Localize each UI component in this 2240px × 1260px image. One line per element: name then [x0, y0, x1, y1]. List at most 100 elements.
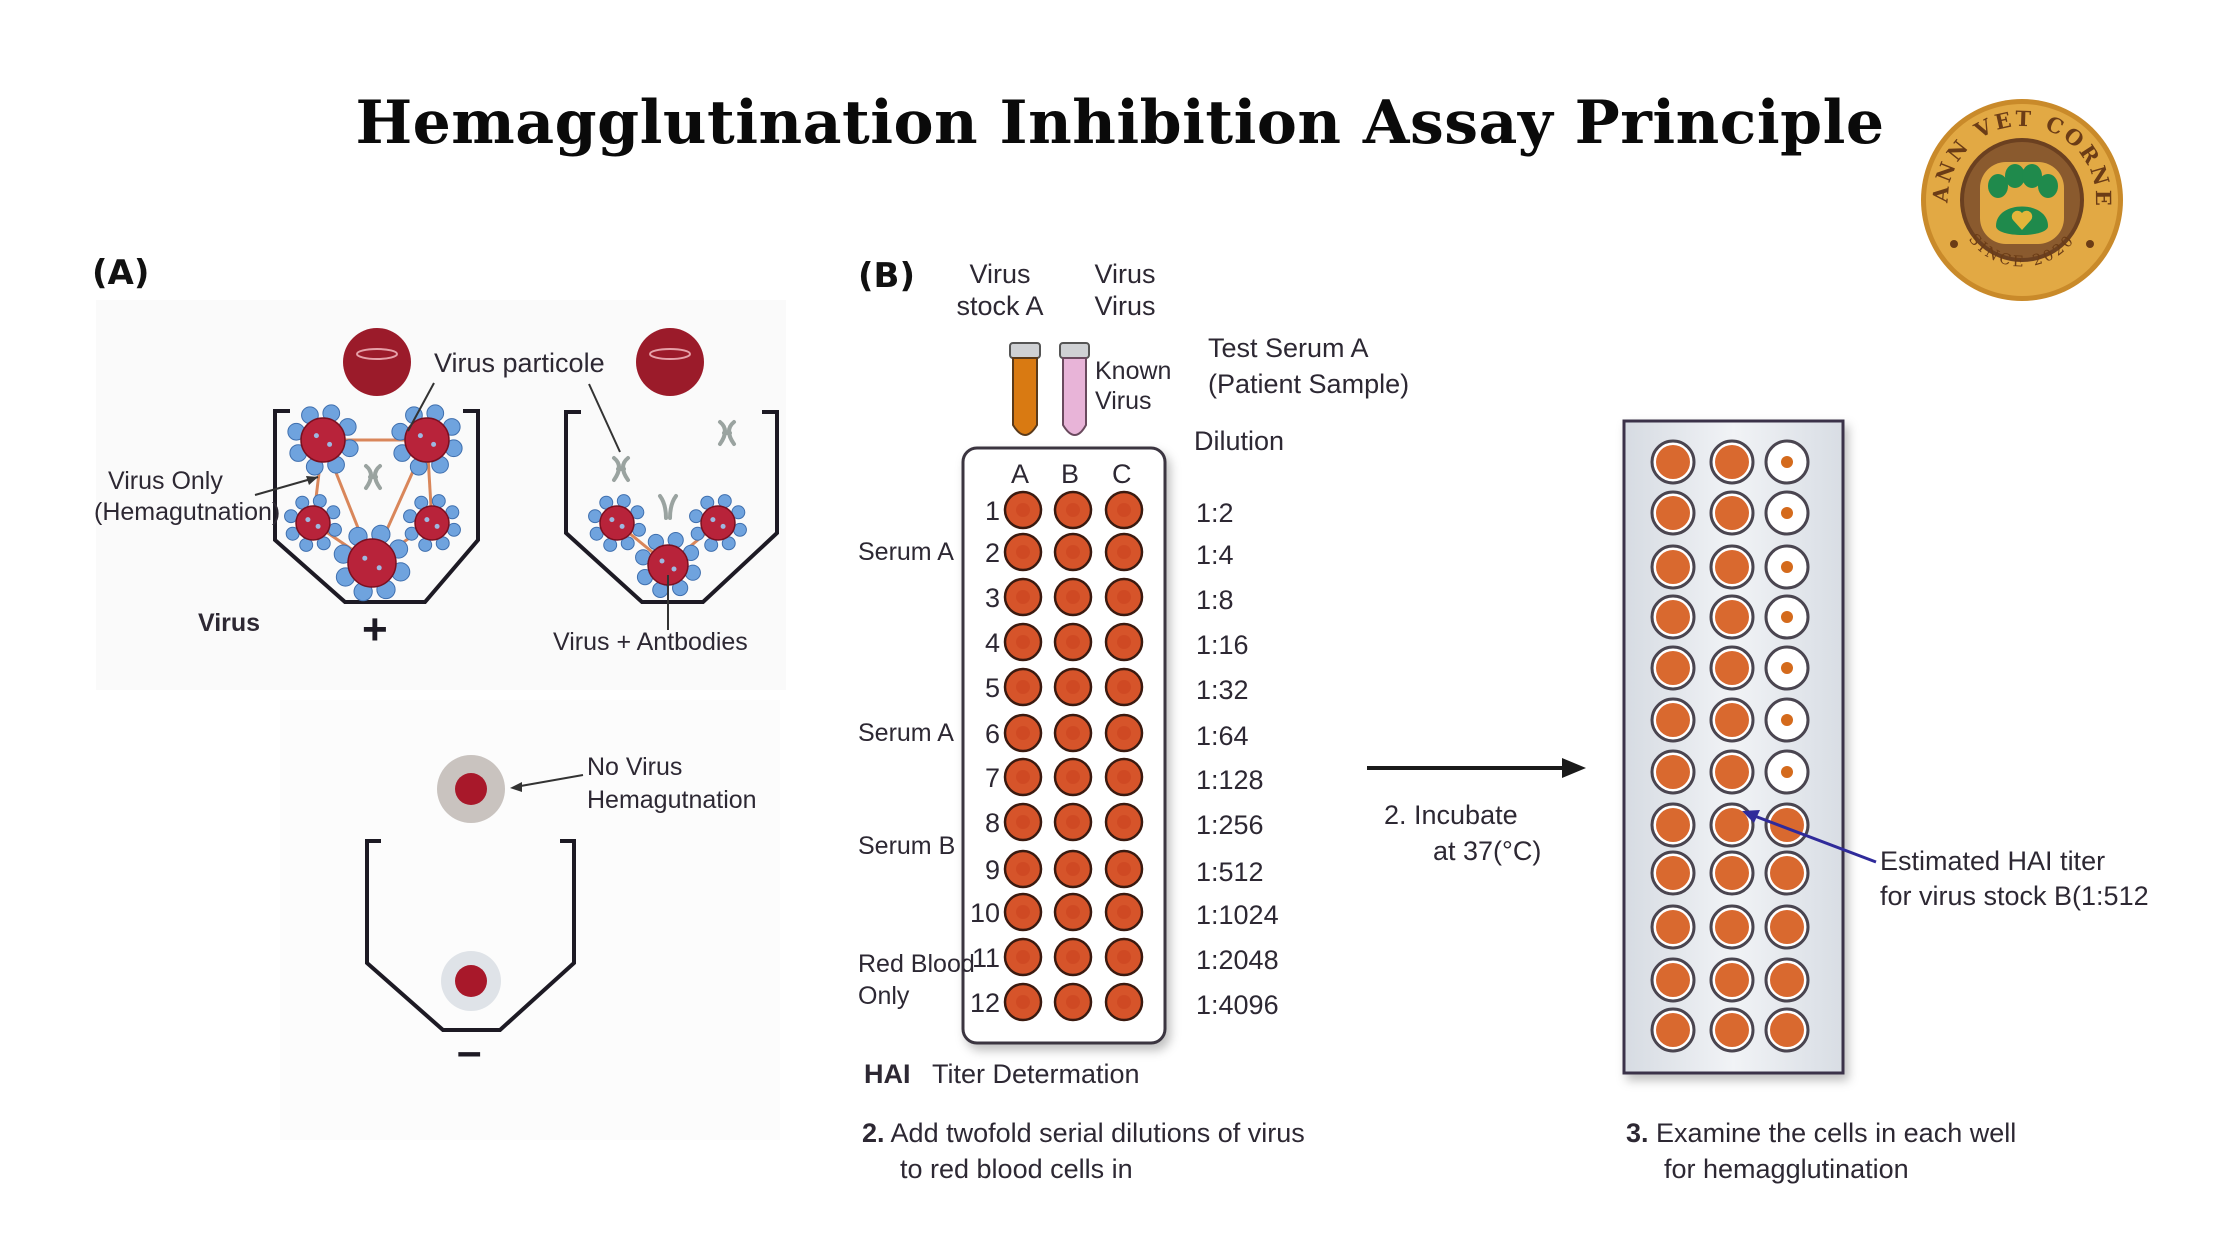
- dilution-value: 1:64: [1196, 721, 1249, 751]
- plate-well: [1053, 982, 1093, 1022]
- column-header-a: A: [1011, 459, 1030, 489]
- red-blood-cell-icon: [636, 328, 704, 396]
- incubate-line1: 2. Incubate: [1384, 800, 1518, 830]
- row-number: 7: [984, 763, 1000, 793]
- row-number: 1: [984, 496, 1000, 526]
- result-well-agglutinated: [1709, 802, 1755, 848]
- plus-sign: +: [362, 605, 388, 654]
- titer-line2: for virus stock B(1:512: [1880, 881, 2149, 911]
- result-well-agglutinated: [1764, 957, 1810, 1003]
- result-well-button: [1764, 697, 1810, 743]
- result-well-agglutinated: [1650, 850, 1696, 896]
- virus-particle-icon: [689, 494, 747, 552]
- step-2-line1: Add twofold serial dilutions of virus: [890, 1118, 1305, 1148]
- dilution-value: 1:32: [1196, 675, 1249, 705]
- plate-well: [1003, 667, 1043, 707]
- result-well-agglutinated: [1709, 594, 1755, 640]
- result-well-agglutinated: [1709, 439, 1755, 485]
- result-well-agglutinated: [1650, 594, 1696, 640]
- virus-particle-icon: [403, 494, 461, 552]
- result-well-button: [1764, 749, 1810, 795]
- titer-line1: Estimated HAI titer: [1880, 846, 2106, 876]
- tube-b-label-line2: Virus: [1094, 291, 1156, 321]
- plate-well: [1053, 892, 1093, 932]
- dilution-value: 1:512: [1196, 857, 1264, 887]
- plate-well: [1104, 490, 1144, 530]
- logo-badge-icon: MANN VET CORNER SINCE 2020: [1918, 96, 2123, 301]
- serum-side-label: Only: [858, 981, 910, 1010]
- dilution-value: 1:2048: [1196, 945, 1279, 975]
- virus-particle-icon: [391, 404, 463, 476]
- row-number: 2: [984, 538, 1000, 568]
- plate-well: [1003, 937, 1043, 977]
- result-well-agglutinated: [1709, 904, 1755, 950]
- tube-b-label: Virus Virus: [1065, 258, 1185, 322]
- result-well-agglutinated: [1709, 490, 1755, 536]
- result-well-agglutinated: [1650, 904, 1696, 950]
- plate-well: [1104, 937, 1144, 977]
- virus-particle-icon: [635, 532, 701, 598]
- result-well-agglutinated: [1650, 802, 1696, 848]
- plate-well: [1053, 937, 1093, 977]
- incubate-line2: at 37(°C): [1433, 836, 1542, 866]
- arrow-right-icon: [1367, 758, 1586, 778]
- virus-only-label-line2: (Hemagutnation): [94, 498, 281, 526]
- row-number: 11: [971, 943, 1000, 973]
- row-number: 6: [984, 719, 1000, 749]
- plate-well: [1053, 713, 1093, 753]
- known-virus-line2: Virus: [1095, 387, 1152, 415]
- red-blood-cell-button-icon: [441, 951, 501, 1011]
- dilution-value: 1:16: [1196, 630, 1249, 660]
- well-left: [273, 409, 480, 604]
- plate-caption-text: Titer Determation: [932, 1059, 1140, 1089]
- antibody-icon: [718, 420, 736, 446]
- incubate-label: 2. Incubate at 37(°C): [1384, 797, 1541, 869]
- result-well-agglutinated: [1650, 544, 1696, 590]
- result-well-agglutinated: [1764, 1007, 1810, 1053]
- plate-well: [1053, 622, 1093, 662]
- well-bottom: [365, 839, 576, 1032]
- result-well-agglutinated: [1650, 1007, 1696, 1053]
- plate-well: [1104, 802, 1144, 842]
- tube-virus-stock-a-icon: [1009, 342, 1041, 436]
- result-well-agglutinated: [1764, 802, 1810, 848]
- plate-well: [1003, 622, 1043, 662]
- known-virus-label: Known Virus: [1095, 356, 1171, 416]
- result-well-agglutinated: [1764, 904, 1810, 950]
- result-well-button: [1764, 594, 1810, 640]
- row-number: 4: [984, 628, 1000, 658]
- result-well-button: [1764, 490, 1810, 536]
- result-well-button: [1764, 439, 1810, 485]
- virus-particle-label: Virus particole: [434, 348, 605, 378]
- result-well-agglutinated: [1650, 490, 1696, 536]
- plate-well: [1053, 849, 1093, 889]
- step-2-line2: to red blood cells in: [900, 1154, 1133, 1184]
- step-3-instruction: 3. Examine the cells in each well for he…: [1626, 1115, 2016, 1187]
- antibody-icon: [612, 456, 630, 482]
- plate-well: [1053, 532, 1093, 572]
- result-plate: [1622, 419, 1845, 1075]
- plate-well: [1003, 713, 1043, 753]
- plate-well: [1003, 849, 1043, 889]
- plate-well: [1104, 713, 1144, 753]
- dilution-value: 1:1024: [1196, 900, 1279, 930]
- plate-well: [1053, 802, 1093, 842]
- result-well-agglutinated: [1764, 850, 1810, 896]
- dilution-value: 1:128: [1196, 765, 1264, 795]
- antibody-icon: [658, 494, 678, 520]
- plate-well: [1104, 892, 1144, 932]
- tube-a-label-line1: Virus: [969, 259, 1031, 289]
- antibody-icon: [364, 464, 382, 490]
- test-serum-label: Test Serum A (Patient Sample): [1208, 330, 1409, 402]
- row-number: 10: [969, 898, 1000, 928]
- plate-well: [1104, 982, 1144, 1022]
- plate-well: [1003, 982, 1043, 1022]
- known-virus-line1: Known: [1095, 357, 1172, 385]
- plate-caption-hai: HAI: [864, 1059, 911, 1089]
- plate-well: [1003, 757, 1043, 797]
- plate-well: [1104, 667, 1144, 707]
- plate-well: [1003, 490, 1043, 530]
- row-number: 12: [969, 988, 1000, 1018]
- result-well-agglutinated: [1709, 645, 1755, 691]
- result-well-agglutinated: [1709, 850, 1755, 896]
